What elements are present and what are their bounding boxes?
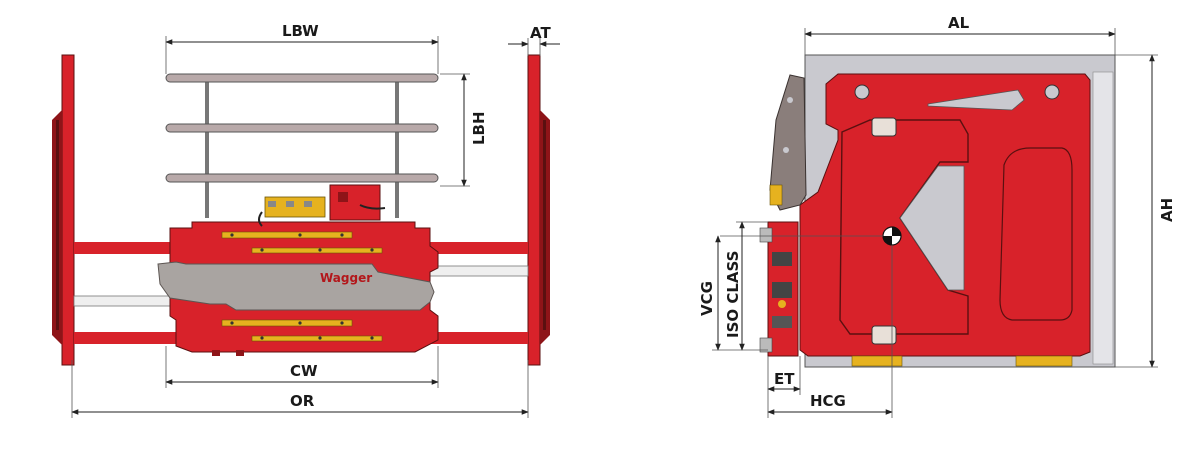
or-dimension: OR	[71, 360, 529, 418]
front-main-body: Wagger	[157, 221, 439, 356]
left-clamp-arm	[52, 54, 75, 366]
al-label: AL	[948, 14, 970, 32]
at-dimension: AT	[508, 24, 560, 56]
side-carriage-mount	[759, 221, 799, 357]
or-label: OR	[290, 392, 315, 410]
iso-class-label: ISO CLASS	[724, 251, 742, 338]
hcg-label: HCG	[810, 392, 846, 410]
at-label: AT	[530, 24, 551, 42]
et-label: ET	[774, 370, 795, 388]
ah-dimension: AH	[1115, 54, 1176, 368]
hcg-dimension: HCG	[767, 245, 893, 418]
load-backrest	[165, 73, 439, 218]
brand-logo: Wagger	[320, 271, 372, 285]
front-view: Wagger	[52, 22, 560, 418]
lbw-dimension: LBW	[165, 22, 439, 74]
lbw-label: LBW	[282, 22, 319, 40]
vcg-label: VCG	[698, 281, 716, 316]
ah-label: AH	[1158, 198, 1176, 222]
side-mounting-bracket	[769, 74, 807, 211]
hydraulic-valve-block	[258, 184, 386, 227]
al-dimension: AL	[804, 14, 1116, 55]
vcg-dimension: VCG	[698, 235, 768, 351]
et-dimension: ET	[767, 356, 801, 418]
center-of-gravity-icon	[882, 226, 902, 246]
side-red-arm	[799, 73, 1091, 367]
right-clamp-arm	[527, 54, 550, 366]
cw-dimension: CW	[165, 346, 439, 388]
lbh-dimension: LBH	[440, 73, 488, 187]
lbh-label: LBH	[470, 111, 488, 145]
iso-class-dimension: ISO CLASS	[724, 221, 768, 351]
cw-label: CW	[290, 362, 318, 380]
side-view: AL AH VCG ISO CLASS ET	[698, 14, 1176, 418]
